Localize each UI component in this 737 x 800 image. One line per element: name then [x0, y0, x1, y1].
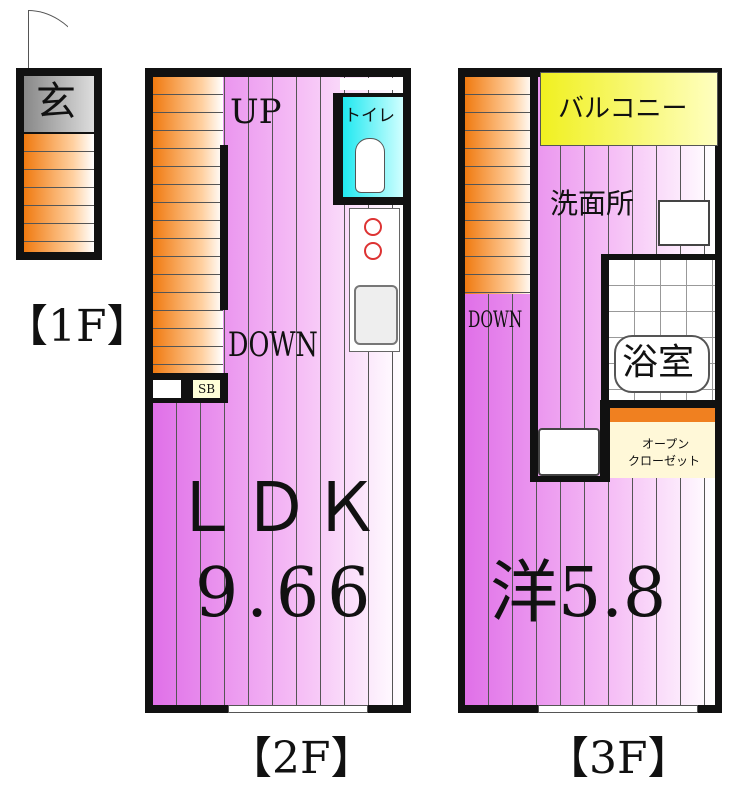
- closet-wall: [600, 400, 610, 480]
- sb-label: SB: [193, 380, 220, 398]
- bathroom-label: 浴室: [622, 342, 695, 383]
- bathtub-icon: [614, 335, 710, 393]
- ldk-size: 9.66: [195, 554, 379, 633]
- closet-strip: [340, 78, 402, 90]
- balcony: [540, 72, 718, 146]
- floor-1-stairs: [24, 134, 94, 252]
- washroom-label: 洗面所: [550, 187, 635, 220]
- floor-1-label: 【1F】: [4, 301, 151, 352]
- closet-label-1: オープン: [642, 437, 690, 451]
- stove-burner-icon: [364, 242, 382, 260]
- stair-wall: [220, 145, 228, 310]
- window-2f: [228, 705, 368, 713]
- floor-3-stairs: [465, 77, 533, 294]
- sink-icon: [354, 285, 398, 345]
- stair-wall-3f: [530, 77, 538, 477]
- toilet-icon: [355, 138, 385, 193]
- down-label-3f: DOWN: [468, 308, 523, 333]
- washroom-bottom-wall: [530, 476, 610, 482]
- floor-3-label: 【3F】: [545, 733, 692, 784]
- closet-label-2: クローゼット: [628, 454, 701, 468]
- stove-burner-icon: [364, 218, 382, 236]
- floor-2-label: 【2F】: [228, 733, 375, 784]
- toilet-label: トイレ: [344, 106, 395, 126]
- down-label-2f: DOWN: [228, 325, 318, 365]
- entrance-tile: [24, 76, 94, 132]
- western-room-label: 洋5.8: [490, 554, 667, 633]
- ldk-label: ＬＤＫ: [172, 469, 383, 548]
- floor-2-stairs: [153, 77, 223, 374]
- washing-machine-icon: [658, 200, 710, 246]
- balcony-label: バルコニー: [558, 94, 688, 124]
- up-label: UP: [230, 92, 282, 132]
- storage-box: [153, 380, 181, 398]
- wash-basin-icon: [538, 428, 600, 476]
- entrance-label: 玄: [36, 79, 76, 125]
- open-closet: [610, 406, 715, 478]
- window-3f: [538, 705, 698, 713]
